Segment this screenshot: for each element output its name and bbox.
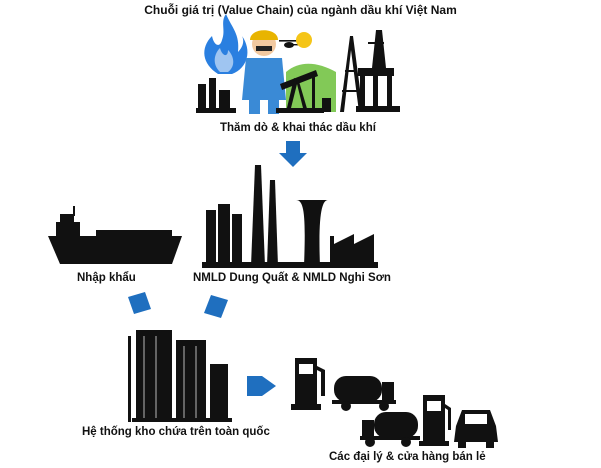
refinery-columns-icon <box>196 78 236 113</box>
oil-worker-icon <box>242 30 286 114</box>
label-exploration: Thăm dò & khai thác dầu khí <box>220 122 376 134</box>
label-import: Nhập khẩu <box>77 272 136 284</box>
sun-icon <box>296 32 312 48</box>
pumpjack-icon <box>276 70 324 113</box>
tanker-truck-icon-2 <box>360 412 420 447</box>
diagram-title: Chuỗi giá trị (Value Chain) của ngành dầ… <box>144 3 457 17</box>
helicopter-icon <box>279 40 300 48</box>
gas-flame-icon <box>204 14 248 74</box>
offshore-platform-icon <box>356 30 400 112</box>
label-retail: Các đại lý & cửa hàng bán lẻ <box>329 451 486 463</box>
label-refinery: NMLD Dung Quất & NMLD Nghi Sơn <box>193 272 391 284</box>
label-storage: Hệ thống kho chứa trên toàn quốc <box>82 426 270 438</box>
drilling-rig-icon <box>340 36 363 112</box>
tanker-truck-icon <box>332 376 396 411</box>
oil-barrel-icon <box>322 98 331 112</box>
